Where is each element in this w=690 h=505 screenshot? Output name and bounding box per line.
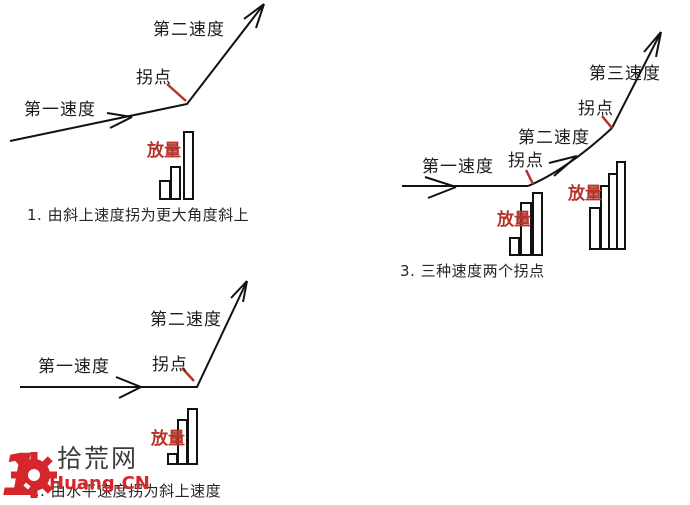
label-first-speed: 第一速度 [24,100,96,120]
trend-line-1 [9,3,265,142]
diagram-2-strokes [20,280,248,465]
caption-3: 3. 三种速度两个拐点 [400,262,545,280]
volume-bar [616,161,626,250]
direction-chevron-icon [424,176,457,199]
watermark-site-name: 拾荒网 [57,444,139,473]
inflection-tick [524,169,535,185]
watermark-site-domain: Huang.CN [49,473,150,494]
arrowhead-icon [230,280,248,303]
diagram-3-strokes [402,31,662,256]
caption-1: 1. 由斜上速度拐为更大角度斜上 [27,206,250,224]
label-second-speed: 第二速度 [150,310,222,330]
diagram-1-strokes [9,3,265,200]
label-second-speed: 第二速度 [518,128,590,148]
label-third-speed: 第三速度 [589,64,661,84]
label-volume: 放量 [151,429,185,449]
inflection-tick [181,367,195,382]
label-first-speed: 第一速度 [38,357,110,377]
label-volume-1: 放量 [497,210,531,230]
label-inflection-2: 拐点 [578,99,614,119]
label-inflection: 拐点 [136,68,172,88]
volume-bar [187,408,198,465]
arrowhead-icon [243,3,265,29]
label-volume-2: 放量 [568,184,602,204]
site-watermark: 1 拾荒网 Huang.CN [0,441,240,505]
direction-chevron-icon [548,155,578,177]
trend-line-2 [20,280,248,388]
inflection-tick [601,115,613,129]
volume-bar [520,202,532,256]
volume-bar [509,237,520,256]
volume-bar [589,207,601,250]
gear-zero-icon [11,452,57,498]
caption-2: 2. 由水平速度拐为斜上速度 [30,482,222,500]
arrowhead-icon [643,31,662,58]
label-first-speed: 第一速度 [422,157,494,177]
inflection-tick [166,83,187,102]
direction-chevron-icon [115,376,142,399]
label-inflection-1: 拐点 [508,151,544,171]
volume-bar [183,131,194,200]
label-inflection: 拐点 [152,355,188,375]
volume-bar [532,192,543,256]
label-volume: 放量 [147,141,181,161]
volume-bar [159,180,171,200]
direction-chevron-icon [106,112,133,129]
volume-bar [170,166,181,200]
trend-line-3-third [611,31,662,129]
label-second-speed: 第二速度 [153,20,225,40]
